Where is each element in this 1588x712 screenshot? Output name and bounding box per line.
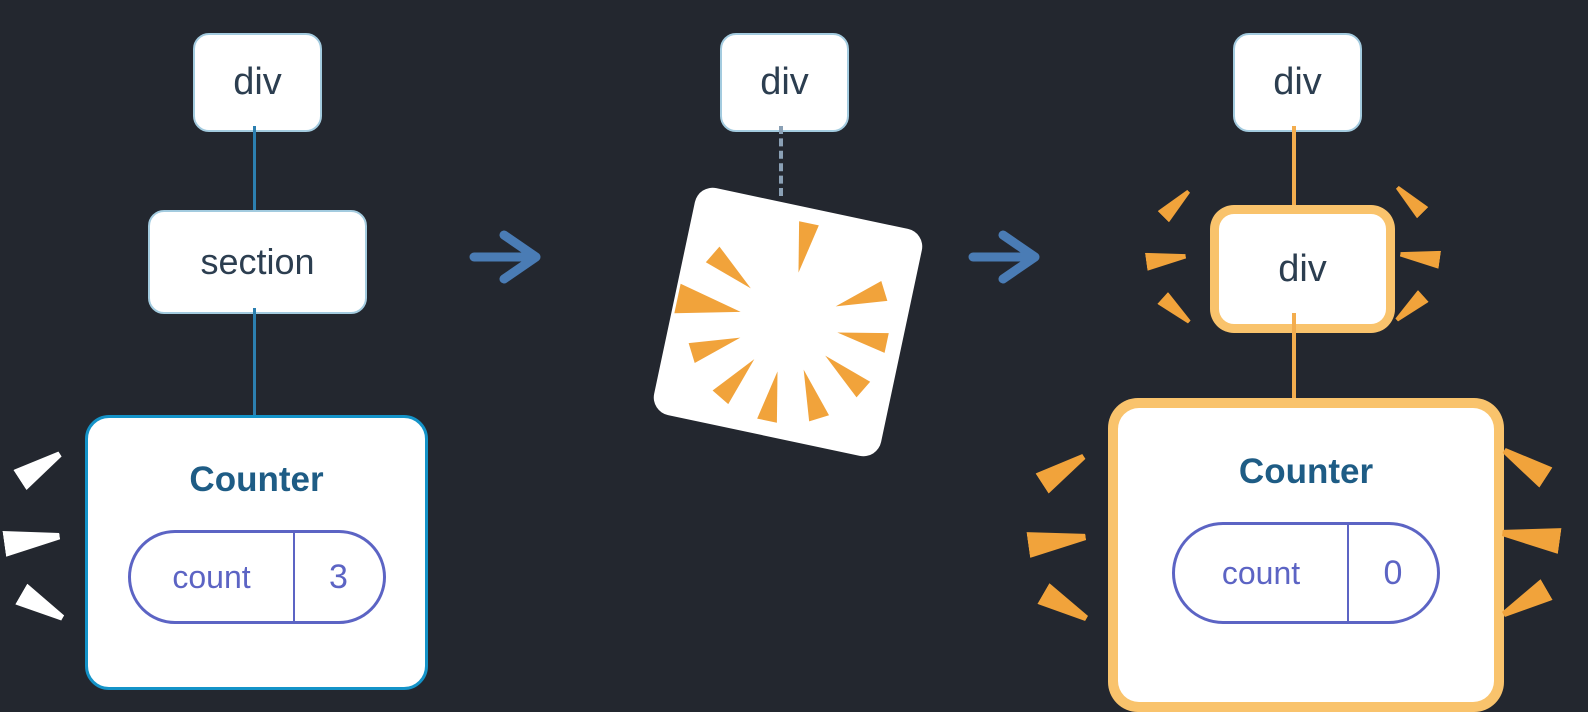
node-label: div [1278, 247, 1327, 290]
connector-dashed [779, 126, 783, 196]
pill-divider [1347, 525, 1349, 621]
counter-inner: Counter count 0 [1118, 408, 1494, 702]
node-label: div [760, 61, 809, 103]
spark-wedge-icon [1145, 247, 1187, 270]
node-div-after-highlighted: div [1210, 205, 1395, 333]
spark-wedge-icon [2, 523, 61, 557]
state-key: count [1221, 554, 1301, 591]
spark-wedge-icon [1392, 182, 1429, 219]
state-value: 3 [329, 557, 348, 596]
counter-component-before: Counter count 3 [85, 415, 428, 690]
spark-wedge-icon [15, 584, 69, 629]
connector-after-1 [1292, 126, 1296, 208]
node-root-after: div [1233, 33, 1362, 132]
spark-wedge-icon [1158, 186, 1195, 223]
spark-wedge-icon [1157, 292, 1194, 328]
state-value: 0 [1383, 553, 1403, 592]
counter-component-after-highlighted: Counter count 0 [1108, 398, 1504, 712]
spark-wedge-icon [1037, 583, 1092, 629]
arrow-right-icon [468, 226, 546, 293]
spark-wedge-icon [1035, 446, 1090, 493]
node-label: div [1273, 61, 1322, 103]
spark-wedge-icon [1497, 440, 1552, 487]
connector-before-1 [253, 126, 256, 212]
node-root-transition: div [720, 33, 849, 132]
arrow-right-icon [967, 226, 1045, 293]
node-label: div [233, 61, 282, 103]
node-inner: div [1219, 214, 1386, 324]
counter-title: Counter [189, 460, 324, 499]
counter-title: Counter [1238, 452, 1374, 491]
state-key: count [172, 558, 251, 595]
node-section-before: section [148, 210, 367, 314]
spark-wedge-icon [1399, 245, 1441, 268]
poof-burst-icon [650, 184, 926, 460]
node-root-before: div [193, 33, 322, 132]
node-label: section [200, 241, 315, 282]
spark-wedge-icon [1391, 290, 1428, 326]
state-pill: count 3 [127, 530, 386, 624]
state-pill: count 0 [1172, 522, 1440, 624]
spark-wedge-icon [13, 444, 66, 490]
pill-divider [292, 533, 295, 621]
starburst-icon [674, 221, 889, 423]
spark-wedge-icon [1497, 579, 1552, 625]
connector-before-2 [253, 308, 256, 416]
spark-wedge-icon [1500, 520, 1561, 554]
connector-after-2 [1292, 313, 1296, 400]
spark-wedge-icon [1026, 524, 1087, 558]
